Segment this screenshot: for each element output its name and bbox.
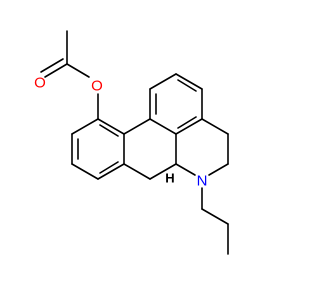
bond-d2 xyxy=(149,73,177,90)
bond-d3 xyxy=(175,73,203,90)
bond-carbonyl-ester-oxygen xyxy=(66,63,90,78)
bond-a6 xyxy=(71,118,99,135)
bond-a1 xyxy=(97,118,125,135)
bond-n-chiral xyxy=(175,163,196,176)
bond-carbonyl-oxygen-b xyxy=(40,58,64,73)
bond-a4 xyxy=(71,163,99,180)
central-ring xyxy=(123,118,177,180)
benzene-ring-d xyxy=(149,73,203,135)
structure-canvas: O O N H xyxy=(34,30,229,255)
propyl-chain xyxy=(201,187,229,255)
bond-a-inner-1 xyxy=(99,124,119,137)
bond-d5 xyxy=(175,118,203,135)
bond-d6 xyxy=(149,118,177,135)
benzene-ring-a xyxy=(71,118,125,180)
oxygen-label-carbonyl: O xyxy=(34,75,46,92)
bond-carbonyl-oxygen-a xyxy=(44,63,68,78)
bond-propyl-2 xyxy=(201,208,229,225)
oxygen-label-ester: O xyxy=(91,78,103,95)
bond-c-ch2-chiral xyxy=(149,163,177,180)
bond-biaryl xyxy=(123,118,151,135)
bond-a3 xyxy=(97,163,125,180)
bond-ch2-n xyxy=(208,163,229,176)
piperidine-ring xyxy=(175,118,229,176)
bond-ringd-ch2 xyxy=(201,118,229,135)
bond-a-inner-2 xyxy=(99,161,119,174)
nitrogen-label: N xyxy=(197,173,208,190)
bond-d-inner-3 xyxy=(177,116,197,129)
bond-c-ch2-a xyxy=(123,163,151,180)
bond-d-inner-2 xyxy=(177,79,197,92)
stereo-hydrogen-label: H xyxy=(165,171,174,186)
acetate-group xyxy=(40,30,99,120)
